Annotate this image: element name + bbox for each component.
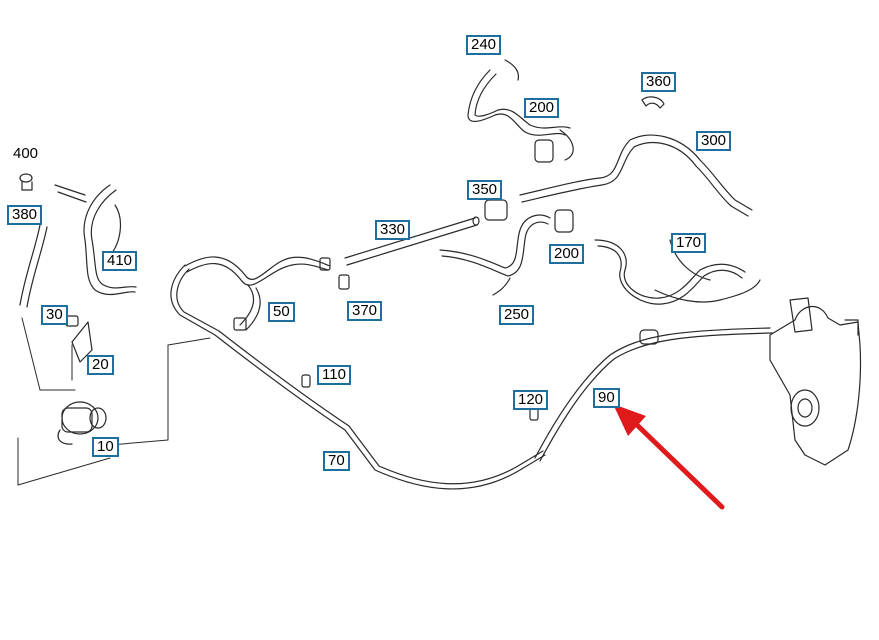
hose-300 [519,134,753,217]
hose-410 [83,184,137,296]
pump-10 [57,401,107,445]
callout-20: 20 [87,355,114,375]
pipe-90 [534,327,773,462]
hose-380 [19,224,48,308]
bracket-20 [71,321,93,363]
callout-90: 90 [593,388,620,408]
callout-400: 400 [13,145,39,162]
bolt-400 [19,173,33,191]
hose-50 [184,256,331,331]
callout-360: 360 [641,72,677,92]
red-arrow [613,404,725,510]
leader-lines [17,317,211,486]
pipe-70 [170,264,546,490]
connectors [54,96,665,421]
callout-380: 380 [7,205,43,225]
callout-200-lower: 200 [549,244,585,264]
callout-200-upper: 200 [524,98,560,118]
callout-240: 240 [466,35,502,55]
callout-120: 120 [513,390,549,410]
callout-350: 350 [467,180,503,200]
callout-300: 300 [696,131,732,151]
callout-170: 170 [671,233,707,253]
callout-30: 30 [41,305,68,325]
expansion-tank [769,297,862,466]
hose-240-200 [467,59,574,161]
callout-70: 70 [323,451,350,471]
pipe-330 [344,216,480,266]
callout-110: 110 [317,365,351,385]
callout-410: 410 [102,251,138,271]
hose-250 [439,214,551,296]
callout-330: 330 [375,220,411,240]
callout-250: 250 [499,305,535,325]
clip-30 [65,315,79,327]
hose-170 [594,239,761,305]
callout-370: 370 [347,301,383,321]
callout-10: 10 [92,437,119,457]
callout-50: 50 [268,302,295,322]
